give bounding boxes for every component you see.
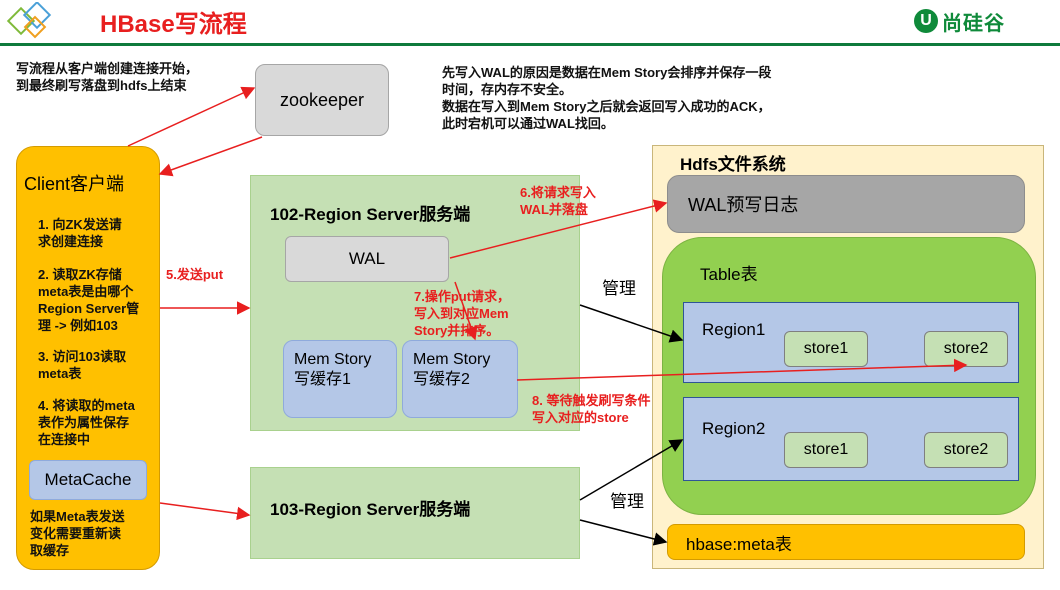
step-line: 如果Meta表发送 [30, 509, 125, 524]
wal-reason-note: 先写入WAL的原因是数据在Mem Story会排序并保存一段 时间，存内存不安全… [442, 64, 771, 132]
step-line: 变化需要重新读 [30, 526, 122, 541]
step-line: 表作为属性保存 [38, 415, 130, 430]
step-line: 1. 向ZK发送请 [38, 217, 122, 232]
step-line: 3. 访问103读取 [38, 349, 127, 364]
label-to-memstore: 7.操作put请求， 写入到对应Mem Story并排序。 [414, 288, 510, 339]
brand-logo: U 尚硅谷 [914, 5, 1005, 37]
region-1-label: Region1 [702, 320, 766, 339]
client-step-2: 2. 读取ZK存储 meta表是由哪个 Region Server管 理 -> … [38, 266, 139, 334]
region-1-store-1: store1 [784, 331, 868, 367]
wal-reason-line: 时间，存内存不安全。 [442, 82, 573, 97]
memstore-1: Mem Story 写缓存1 [283, 340, 397, 418]
meta-table-node: hbase:meta表 [667, 524, 1025, 560]
client-footer-note: 如果Meta表发送 变化需要重新读 取缓存 [30, 508, 125, 559]
region-server-103 [250, 467, 580, 559]
label-manage-102: 管理 [602, 279, 636, 298]
region-server-103-title: 103-Region Server服务端 [270, 500, 471, 519]
label-line: 写入到对应Mem [414, 306, 509, 321]
wal-reason-line: 此时宕机可以通过WAL找回。 [442, 116, 614, 131]
client-step-4: 4. 将读取的meta 表作为属性保存 在连接中 [38, 397, 135, 448]
label-put: 5.发送put [166, 267, 224, 282]
step-line: meta表是由哪个 [38, 284, 134, 299]
metacache-node: MetaCache [29, 460, 147, 500]
arrow-flush-to-store [516, 358, 968, 381]
wal-log-node: WAL预写日志 [667, 175, 1025, 233]
intro-note-line: 到最终刷写落盘到hdfs上结束 [16, 78, 187, 93]
wal-reason-line: 先写入WAL的原因是数据在Mem Story会排序并保存一段 [442, 65, 772, 80]
region-2-label: Region2 [702, 419, 766, 438]
arrow-rs103-manage-meta [579, 519, 668, 546]
memstore-name: Mem Story [413, 351, 491, 368]
table-title: Table表 [700, 265, 758, 284]
label-line: Story并排序。 [414, 323, 500, 338]
step-line: 2. 读取ZK存储 [38, 267, 122, 282]
memstore-2: Mem Story 写缓存2 [402, 340, 518, 418]
page-title: HBase写流程 [100, 11, 247, 38]
step-line: 理 -> 例如103 [38, 318, 118, 333]
memstore-name: Mem Story [294, 351, 372, 368]
step-line: meta表 [38, 366, 82, 381]
label-write-wal: 6.将请求写入 WAL并落盘 [520, 184, 596, 218]
memstore-desc: 写缓存2 [413, 371, 470, 388]
wal-node: WAL [285, 236, 449, 282]
label-line: 8. 等待触发刷写条件 [532, 393, 651, 408]
arrow-client-to-zookeeper [127, 86, 256, 147]
arrow-wal-to-memstore [454, 281, 478, 341]
label-line: WAL并落盘 [520, 202, 588, 217]
wal-reason-line: 数据在写入到Mem Story之后就会返回写入成功的ACK， [442, 99, 771, 114]
region-2-store-2: store2 [924, 432, 1008, 468]
step-line: 取缓存 [30, 543, 70, 558]
client-step-1: 1. 向ZK发送请 求创建连接 [38, 216, 122, 250]
hdfs-title: Hdfs文件系统 [680, 155, 786, 174]
step-line: Region Server管 [38, 301, 140, 316]
label-flush: 8. 等待触发刷写条件 写入对应的store [532, 392, 650, 426]
intro-note-line: 写流程从客户端创建连接开始， [16, 61, 199, 76]
zookeeper-node: zookeeper [255, 64, 389, 136]
arrow-wal-to-hdfs [449, 199, 668, 259]
diamond-logo-icon [6, 2, 52, 39]
region-2-store-1: store1 [784, 432, 868, 468]
label-line: 写入对应的store [532, 410, 629, 425]
brand-name: 尚硅谷 [942, 12, 1005, 35]
step-line: 求创建连接 [38, 234, 104, 249]
client-step-3: 3. 访问103读取 meta表 [38, 348, 126, 382]
intro-note: 写流程从客户端创建连接开始， 到最终刷写落盘到hdfs上结束 [16, 60, 198, 94]
header-divider [0, 43, 1060, 46]
region-1-store-2: store2 [924, 331, 1008, 367]
step-line: 在连接中 [38, 432, 91, 447]
step-line: 4. 将读取的meta [38, 398, 135, 413]
arrow-rs103-manage-region2 [579, 439, 684, 501]
client-title: Client客户端 [24, 174, 125, 194]
memstore-desc: 写缓存1 [294, 371, 351, 388]
region-server-102-title: 102-Region Server服务端 [270, 205, 471, 224]
brand-mark-icon: U [914, 9, 938, 33]
label-line: 7.操作put请求， [414, 289, 511, 304]
label-line: 6.将请求写入 [520, 185, 596, 200]
arrow-client-to-rs103 [159, 502, 251, 521]
arrow-zookeeper-to-client [158, 136, 263, 177]
arrow-rs102-manage-region1 [579, 304, 684, 343]
label-manage-103: 管理 [610, 492, 644, 511]
